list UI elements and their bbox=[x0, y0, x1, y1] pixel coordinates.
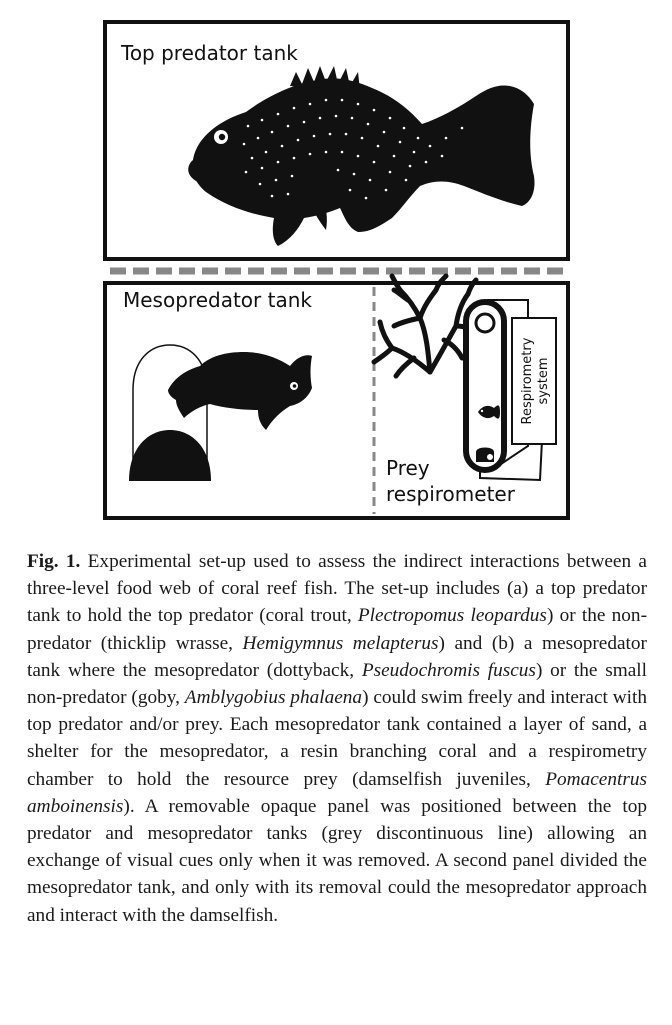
species-name: Plectropomus leopardus bbox=[357, 605, 547, 627]
prey-label-line1: Prey bbox=[386, 456, 430, 480]
shelter bbox=[129, 344, 211, 481]
respirometry-label-line2: system bbox=[536, 358, 551, 405]
species-name: Pomacentrus amboinensis bbox=[27, 768, 647, 817]
respirometry-system-box: Respirometry system bbox=[511, 317, 557, 445]
experimental-setup-figure: Top predator tank Mesopredator tank bbox=[103, 20, 570, 520]
species-name: Amblygobius phalaena bbox=[184, 687, 363, 709]
figure-caption: Fig. 1. Experimental set-up used to asse… bbox=[27, 548, 647, 929]
caption-text: ) or the non-predator (thicklip wrasse, bbox=[27, 605, 647, 654]
branching-coral bbox=[371, 273, 483, 379]
top-tank-label: Top predator tank bbox=[120, 41, 298, 65]
mesopredator-fish bbox=[168, 352, 312, 430]
caption-text: ). A removable opaque panel was position… bbox=[27, 795, 647, 926]
caption-text: Experimental set-up used to assess the i… bbox=[27, 551, 647, 627]
caption-text: ) or the small non-predator (goby, bbox=[27, 659, 647, 709]
species-name: Hemigymnus melapterus bbox=[242, 632, 439, 654]
caption-text: ) could swim freely and interact with to… bbox=[27, 687, 647, 790]
respirometry-label-line1: Respirometry bbox=[520, 337, 535, 424]
mesopredator-tank bbox=[103, 281, 570, 520]
prey-respirometer bbox=[463, 299, 544, 482]
figure-label: Fig. 1. bbox=[27, 551, 81, 572]
top-predator-tank bbox=[103, 20, 570, 261]
top-predator-fish bbox=[188, 66, 535, 246]
prey-label-line2: respirometer bbox=[386, 482, 516, 506]
meso-tank-label: Mesopredator tank bbox=[123, 288, 312, 312]
caption-text: ) and (b) a mesopredator tank where the … bbox=[27, 632, 647, 681]
species-name: Pseudochromis fuscus bbox=[361, 659, 536, 681]
